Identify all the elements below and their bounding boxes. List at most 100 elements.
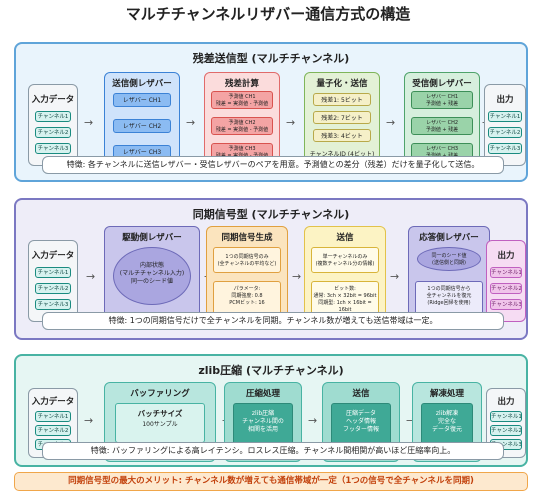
- column-title: バッファリング: [130, 389, 190, 399]
- single-channel-box: 単一チャンネルのみ (複数チャンネル分の情報): [311, 247, 379, 273]
- residual-column: 残差計算 予測値 CH1 残差 = 実測値 - 予測値 予測値 CH2 残差 =…: [204, 72, 280, 166]
- section-sync: 同期信号型 (マルチチャンネル) 入力データ チャンネル1 チャンネル2 チャン…: [14, 198, 528, 340]
- feature-note: 特徴: バッファリングによる高レイテンシ。ロスレス圧縮。チャンネル間相関が高いほ…: [42, 442, 504, 460]
- batch-size-value: 100サンプル: [142, 421, 178, 428]
- sync-signal-box: 1つの同期信号のみ (全チャンネルの平均など): [213, 247, 281, 273]
- bit-line: 通常: 3ch × 32bit = 96bit: [313, 293, 377, 299]
- section-title: 同期信号型 (マルチチャンネル): [192, 208, 350, 221]
- quantized-residual-box: 残差2: 7ビット: [313, 111, 371, 124]
- channel-chip: チャンネル1: [35, 411, 71, 422]
- internal-state-ellipse: 内部状態 (マルチチャンネル入力) 同一のシード値: [113, 247, 191, 305]
- column-title: 解凍処理: [429, 389, 464, 399]
- resp-line: 全チャンネルを復元: [426, 293, 472, 299]
- zlib-compress-box: zlib圧縮 チャンネル間の 相関を活用: [233, 403, 293, 445]
- quantized-residual-box: 残差1: 5ビット: [313, 93, 371, 106]
- rx-reservoir-box: レザバー CH2 予測値 + 残差: [411, 117, 473, 135]
- section-title: 残差送信型 (マルチチャンネル): [192, 52, 350, 65]
- arrow-right-icon: →: [86, 270, 96, 283]
- arrow-right-icon: →: [390, 270, 400, 283]
- column-title: 送信側レザバー: [112, 79, 172, 89]
- channel-chip: チャンネル1: [35, 111, 71, 122]
- zlib-decompress-box: zlib解凍 完全な データ復元: [421, 403, 473, 445]
- arrow-right-icon: →: [186, 116, 196, 129]
- column-title: 応答側レザバー: [419, 233, 479, 243]
- resp-line: (Ridge回帰を使用): [427, 300, 471, 306]
- rx-reservoir-column: 受信側レザバー レザバー CH1 予測値 + 残差 レザバー CH2 予測値 +…: [404, 72, 480, 166]
- column-title: 送信: [352, 389, 370, 399]
- param-line: パラメータ:: [233, 286, 261, 292]
- arrow-right-icon: →: [84, 116, 94, 129]
- arrow-right-icon: →: [308, 414, 318, 427]
- residual-formula: 残差 = 実測値 - 予測値: [215, 127, 269, 133]
- channel-id-label: チャンネルID (4ビット): [309, 151, 375, 158]
- reservoir-label: レザバー CH3: [425, 146, 459, 152]
- prediction-label: 予測値 CH3: [228, 146, 256, 152]
- drive-reservoir-column: 駆動側レザバー 内部状態 (マルチチャンネル入力) 同一のシード値: [104, 226, 200, 324]
- quantize-send-column: 量子化・送信 残差1: 5ビット 残差2: 7ビット 残差3: 4ビット チャン…: [304, 72, 380, 166]
- channel-chip: チャンネル2: [35, 127, 71, 138]
- compressed-data-box: 圧縮データ ヘッダ情報 フッター情報: [331, 403, 391, 445]
- channel-chip: チャンネル3: [488, 143, 522, 154]
- param-line: 同期強度: 0.8: [231, 293, 263, 299]
- compress-line: チャンネル間の: [242, 418, 284, 425]
- response-reservoir-column: 応答側レザバー 同一のシード値 (送信側と同期) 1つの同期信号から 全チャンネ…: [408, 226, 490, 324]
- feature-note: 特徴: 1つの同期信号だけで全チャンネルを同期。チャンネル数が増えても送信帯域は…: [42, 312, 504, 330]
- decomp-line: データ復元: [431, 426, 462, 433]
- quantized-residual-box: 残差3: 4ビット: [313, 129, 371, 142]
- channel-chip: チャンネル2: [35, 425, 71, 436]
- bit-line: 同期型: 1ch × 16bit = 16bit: [318, 300, 372, 313]
- decomp-line: zlib解凍: [435, 410, 459, 417]
- compress-line: 相関を活用: [247, 426, 278, 433]
- channel-chip: チャンネル1: [35, 267, 71, 278]
- channel-chip: チャンネル2: [490, 425, 522, 436]
- prediction-label: 予測値 CH2: [228, 120, 256, 126]
- reservoir-box: レザバー CH2: [113, 119, 171, 133]
- same-seed-ellipse: 同一のシード値 (送信側と同期): [417, 247, 481, 271]
- channel-chip: チャンネル1: [490, 411, 522, 422]
- column-title: 送信: [336, 233, 354, 243]
- column-title: 駆動側レザバー: [122, 233, 182, 243]
- channel-chip: チャンネル1: [490, 267, 522, 278]
- drive-line: (マルチチャンネル入力): [119, 270, 185, 277]
- channel-chip: チャンネル2: [35, 283, 71, 294]
- arrow-right-icon: →: [84, 414, 94, 427]
- footer-banner: 同期信号型の最大のメリット: チャンネル数が増えても通信帯域が一定（1つの信号で…: [14, 472, 528, 491]
- section-zlib: zlib圧縮 (マルチチャンネル) 入力データ チャンネル1 チャンネル2 チャ…: [14, 354, 528, 467]
- arrow-right-icon: →: [292, 270, 302, 283]
- column-title: 量子化・送信: [316, 79, 368, 89]
- input-data-column: 入力データ チャンネル1 チャンネル2 チャンネル3: [28, 240, 78, 322]
- param-line: PCMビット: 16: [229, 300, 265, 306]
- send-line: 単一チャンネルのみ: [322, 254, 368, 260]
- compress-line: zlib圧縮: [251, 410, 275, 417]
- column-title: 入力データ: [31, 397, 75, 407]
- prediction-label: 予測値 CH1: [228, 94, 256, 100]
- feature-note: 特徴: 各チャンネルに送信レザバー・受信レザバーのペアを用意。予測値との差分（残…: [42, 156, 504, 174]
- residual-box: 予測値 CH1 残差 = 実測値 - 予測値: [211, 91, 273, 109]
- column-title: 残差計算: [224, 79, 259, 89]
- column-title: 圧縮処理: [245, 389, 280, 399]
- column-title: 入力データ: [31, 251, 75, 261]
- sync-signal-column: 同期信号生成 1つの同期信号のみ (全チャンネルの平均など) パラメータ: 同期…: [206, 226, 288, 324]
- arrow-right-icon: →: [286, 116, 296, 129]
- section-residual: 残差送信型 (マルチチャンネル) 入力データ チャンネル1 チャンネル2 チャン…: [14, 42, 528, 182]
- channel-chip: チャンネル3: [35, 143, 71, 154]
- output-column: 出力 チャンネル1 チャンネル2 チャンネル3: [486, 388, 526, 458]
- arrow-right-icon: →: [386, 116, 396, 129]
- page-title: マルチチャンネルリザバー通信方式の構造: [125, 5, 411, 23]
- output-column: 出力 チャンネル1 チャンネル2 チャンネル3: [484, 84, 526, 166]
- send-line: 圧縮データ: [345, 410, 376, 417]
- rx-reservoir-box: レザバー CH1 予測値 + 残差: [411, 91, 473, 109]
- reconstruct-formula: 予測値 + 残差: [425, 127, 459, 133]
- bit-line: ビット数:: [334, 286, 356, 292]
- residual-formula: 残差 = 実測値 - 予測値: [215, 101, 269, 107]
- arrow-right-icon: →: [406, 414, 416, 427]
- residual-box: 予測値 CH2 残差 = 実測値 - 予測値: [211, 117, 273, 135]
- channel-chip: チャンネル3: [490, 299, 522, 310]
- send-line: フッター情報: [342, 426, 379, 433]
- sync-line: (全チャンネルの平均など): [217, 261, 277, 267]
- resp-line: 1つの同期信号から: [427, 286, 471, 292]
- tx-reservoir-column: 送信側レザバー レザバー CH1 レザバー CH2 レザバー CH3: [104, 72, 180, 166]
- send-line: (複数チャンネル分の情報): [315, 261, 375, 267]
- channel-chip: チャンネル2: [490, 283, 522, 294]
- reservoir-box: レザバー CH1: [113, 93, 171, 107]
